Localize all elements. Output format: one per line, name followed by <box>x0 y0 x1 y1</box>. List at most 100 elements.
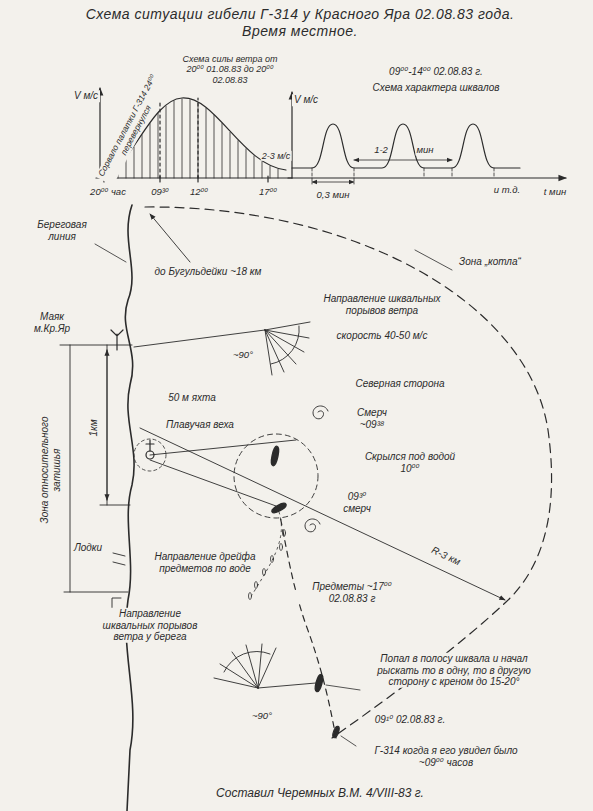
hatch-line <box>150 123 151 178</box>
title: Схема ситуации гибели Г-314 у Красного Я… <box>80 6 520 40</box>
map-label: V м/с <box>292 94 320 106</box>
shore-wind-fan <box>224 651 270 672</box>
hatch-line <box>262 162 263 178</box>
shore-wind-fan <box>214 644 276 688</box>
buoy-symbol <box>146 440 154 451</box>
map-label: Схема силы ветра от 20⁰⁰ 01.08.83 до 20⁰… <box>179 54 281 85</box>
map-label: 09⁰⁰-14⁰⁰ 02.08.83 г. <box>388 66 484 78</box>
map-label: Попал в полосу шквала и начал рыскать то… <box>367 653 541 688</box>
boats-symbol <box>113 553 125 565</box>
map-label: Зона „котла“ <box>458 256 522 268</box>
shore-wind-fan <box>326 685 360 746</box>
hatch-line <box>158 113 159 178</box>
map-label: Направление шквальных порывов ветра у бе… <box>93 608 207 643</box>
cauldron-zone <box>145 207 552 738</box>
shoreline <box>95 244 126 262</box>
wind-fan <box>265 322 310 375</box>
hatch-line <box>190 100 191 178</box>
bearing-lines <box>150 440 296 506</box>
squall-chart <box>354 160 452 161</box>
hatch-line <box>174 101 175 178</box>
map-label: 09³⁰ смерч <box>333 491 381 514</box>
wind-fan <box>134 330 265 347</box>
lighthouse-symbol <box>111 330 123 350</box>
map-label: 09¹⁰ 02.08.83 г. <box>374 714 447 726</box>
wind-chart <box>96 177 292 178</box>
map-label: ~90° <box>232 350 254 361</box>
hatch-line <box>166 106 167 178</box>
squall-chart <box>312 182 354 183</box>
map-label: Лодки <box>73 542 103 554</box>
lighthouse-symbol <box>111 330 123 350</box>
hatch-line <box>134 147 135 178</box>
hatch-line <box>254 156 255 178</box>
drifting-objects <box>263 569 266 576</box>
yacht-marks <box>270 446 280 467</box>
map-label: 0,3 мин <box>316 190 351 201</box>
dimension-lines <box>60 345 132 592</box>
hatch-line <box>206 108 207 178</box>
hatch-line <box>238 141 239 178</box>
map-label: 12⁰⁰ <box>189 187 209 198</box>
map-label: Плавучая веха <box>164 419 236 431</box>
yacht-track <box>280 516 336 738</box>
map-label: 17⁰⁰ <box>258 187 278 198</box>
map-label: R-3 км <box>429 544 463 568</box>
map-label: и т.д. <box>493 185 521 196</box>
wind-fan <box>271 326 299 364</box>
hatch-line <box>214 115 215 178</box>
map-label: Береговая линия <box>26 219 98 242</box>
map-label: V м/с <box>72 90 100 102</box>
cauldron-zone <box>415 250 452 270</box>
map-label: до Бугульдейки ~18 км <box>147 266 269 278</box>
map-label: Смерч ~09³⁸ <box>343 407 401 430</box>
bearing-lines <box>234 434 318 518</box>
map-label: Предметы ~17⁰⁰ 02.08.83 г <box>296 581 408 604</box>
shore-wind-fan <box>258 683 316 688</box>
tornado-symbol <box>313 406 328 419</box>
direction-to-bugulдeika <box>150 214 190 262</box>
shore-wind-fan <box>214 644 360 746</box>
shoreline <box>95 205 134 811</box>
squall-chart <box>288 92 566 184</box>
hatch-line <box>222 123 223 178</box>
hatch-line <box>230 132 231 178</box>
map-label: 09³⁰ <box>150 187 170 198</box>
map-label: Скрылся под водой 10⁰⁰ <box>359 451 461 474</box>
map-label: 2-3 м/с <box>261 151 292 161</box>
map-label: 20⁰⁰ час <box>89 187 127 198</box>
hatch-line <box>126 158 127 178</box>
yacht-track <box>280 516 336 738</box>
drifting-objects <box>255 582 258 589</box>
map-label: 50 м яхта <box>167 392 217 404</box>
bearing-lines <box>140 428 505 600</box>
map-label: Зона относительного затишья <box>39 399 62 541</box>
map-label: мин <box>415 145 434 156</box>
squall-chart <box>292 124 520 168</box>
map-label: ~90° <box>251 711 273 722</box>
bearing-lines <box>140 428 505 600</box>
map-label: 1км <box>88 418 100 437</box>
map-label: скорость 40-50 м/с <box>336 330 429 342</box>
wind-fan <box>134 322 310 375</box>
map-label: t мин <box>543 187 567 198</box>
hatch-line <box>246 149 247 178</box>
dimension-lines <box>107 350 108 500</box>
map-label: Г-314 когда я его увидел было ~09⁰⁰ часо… <box>360 745 532 768</box>
hatch-line <box>278 169 279 178</box>
wind-chart <box>104 176 268 182</box>
drifting-objects <box>271 556 274 563</box>
dimension-lines <box>60 345 132 592</box>
map-label: Направление шквальных порывов ветра <box>311 293 453 316</box>
wind-chart <box>160 98 198 178</box>
drifting-objects <box>280 544 283 551</box>
hatch-line <box>270 166 271 178</box>
boats-symbol <box>112 553 125 613</box>
map-label: Маяк м.Кр.Яр <box>22 311 82 334</box>
squall-chart <box>312 168 494 184</box>
cauldron-zone <box>145 207 552 738</box>
map-label: Северная сторона <box>354 378 445 390</box>
map-label: Направление дрейфа предметов по воде <box>148 551 262 574</box>
